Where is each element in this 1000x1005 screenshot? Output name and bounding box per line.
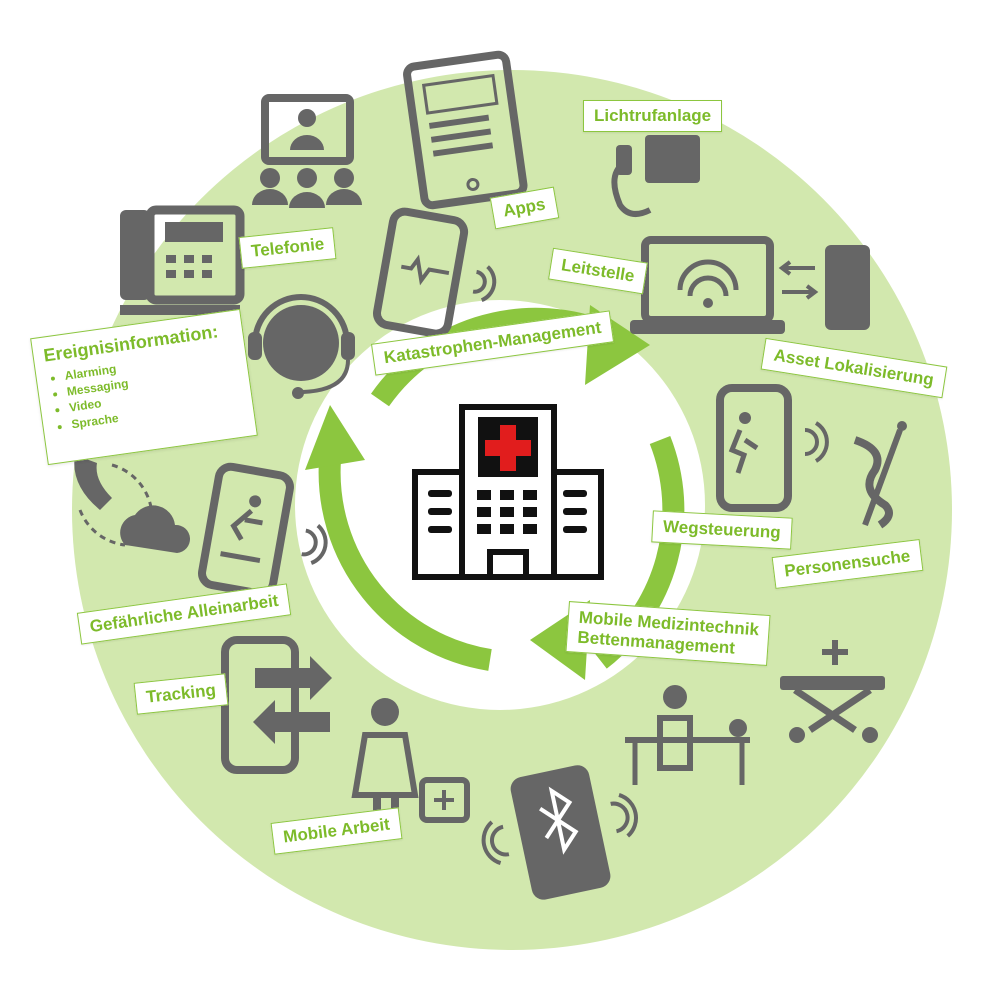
stretcher-icon xyxy=(780,640,885,743)
exit-route-phone-icon xyxy=(716,384,829,512)
label-lichtrufanlage: Lichtrufanlage xyxy=(583,100,723,132)
arrow-left xyxy=(318,459,492,671)
smartphone-heart-icon xyxy=(373,207,497,338)
nurse-call-icon xyxy=(611,135,700,217)
hospital-icon xyxy=(412,404,604,580)
bluetooth-phone-icon xyxy=(481,765,638,900)
arrow-head-left xyxy=(305,405,365,470)
caduceus-icon xyxy=(853,421,907,529)
video-conference-icon xyxy=(252,94,362,208)
phone-cloud-icon xyxy=(74,455,191,553)
laptop-wifi-icon xyxy=(630,236,785,334)
tablet-heart-icon xyxy=(403,50,528,210)
sync-arrows-icon xyxy=(778,260,819,300)
patient-bed-icon xyxy=(625,685,750,785)
headset-icon xyxy=(248,294,355,399)
mobile-device-icon xyxy=(825,245,870,330)
fall-alarm-phone-icon xyxy=(198,462,328,598)
